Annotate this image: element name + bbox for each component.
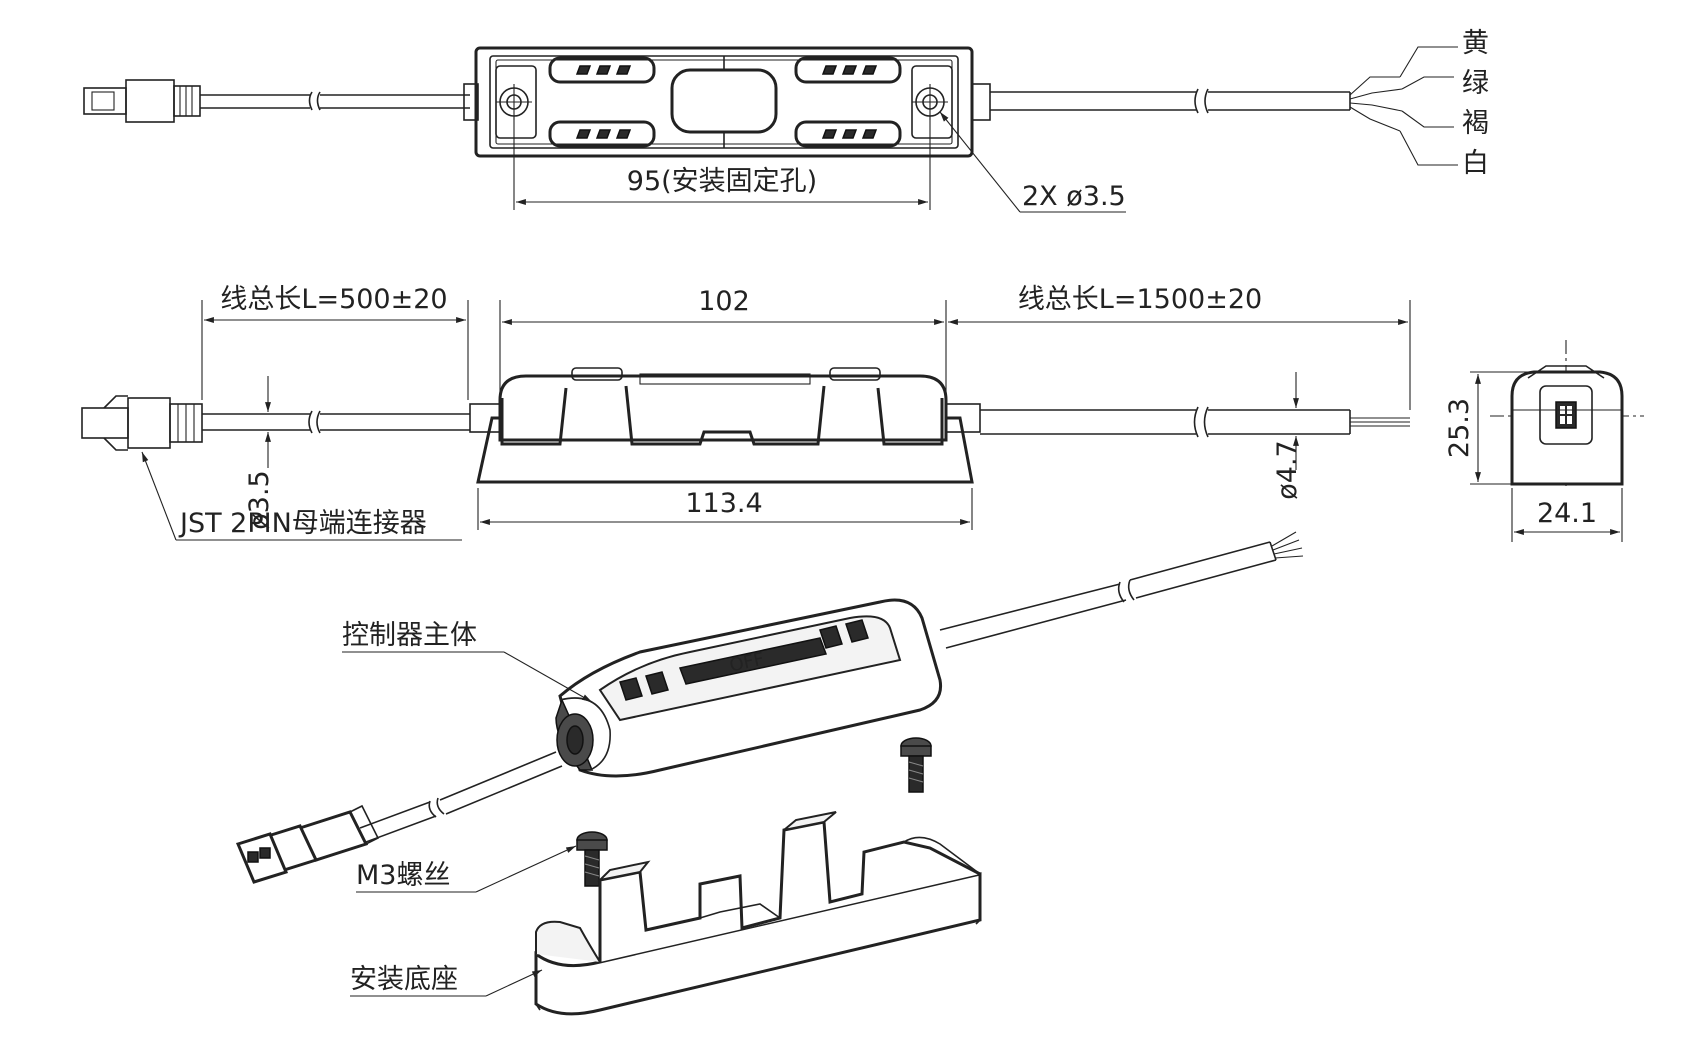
mount-hole-spacing-label: 95(安装固定孔) — [627, 166, 817, 197]
top-controller-body — [463, 46, 991, 158]
iso-left-cable — [359, 751, 563, 843]
top-jst-connector — [83, 79, 201, 123]
top-left-cable — [200, 91, 470, 111]
end-view: 25.3 24.1 — [1444, 340, 1644, 542]
controller-body-label: 控制器主体 — [342, 620, 477, 651]
controller-length-label: 102 — [698, 286, 750, 317]
wire-color-white: 白 — [1462, 148, 1489, 179]
end-height-label: 25.3 — [1444, 398, 1475, 458]
wire-color-yellow: 黄 — [1462, 28, 1489, 59]
base-label: 安装底座 — [350, 964, 458, 995]
side-left-cable — [202, 410, 470, 434]
iso-screw-left — [576, 831, 608, 887]
right-cable-diameter-label: ø4.7 — [1272, 440, 1303, 499]
connector-label: JST 2PIN母端连接器 — [178, 508, 427, 539]
side-jst-connector — [81, 395, 203, 451]
iso-controller-body: OFF — [555, 598, 943, 778]
exploded-view: OFF — [235, 531, 1304, 1016]
left-cable-diameter-label: ø3.5 — [244, 470, 275, 529]
end-width-label: 24.1 — [1537, 498, 1597, 529]
iso-mounting-base — [534, 811, 982, 1016]
iso-screw-right — [900, 737, 932, 793]
screw-label: M3螺丝 — [356, 860, 450, 891]
iso-jst-connector — [235, 804, 380, 884]
wire-color-green: 绿 — [1462, 68, 1489, 99]
hole-diameter-label: 2X ø3.5 — [1022, 181, 1126, 212]
side-view: 线总长L=500±20 102 线总长L=1500±20 ø3.5 ø4.7 1… — [81, 284, 1411, 541]
right-cable-length-label: 线总长L=1500±20 — [1018, 284, 1262, 315]
iso-right-cable — [939, 531, 1304, 649]
left-cable-length-label: 线总长L=500±20 — [220, 284, 447, 315]
side-right-cable — [980, 406, 1410, 438]
wire-color-brown: 褐 — [1462, 108, 1489, 139]
top-right-cable — [990, 46, 1458, 166]
base-length-label: 113.4 — [685, 488, 762, 519]
top-view: 黄 绿 褐 白 95(安装固定孔) 2X ø3.5 — [83, 28, 1489, 213]
side-controller-and-base — [469, 367, 981, 484]
